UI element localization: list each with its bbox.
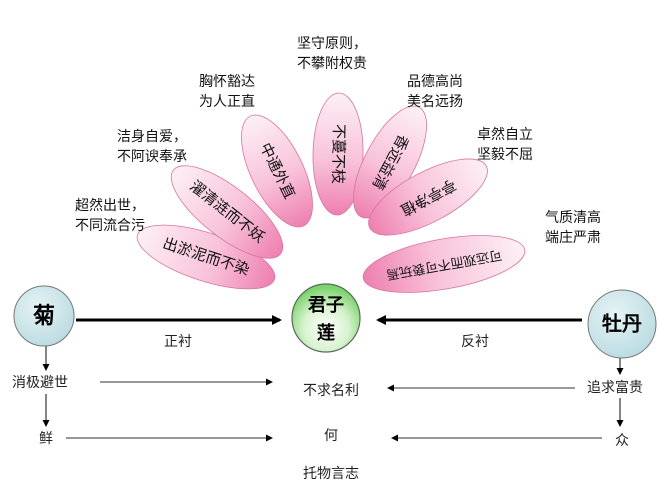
left-row1-label: 消极避世 [12, 375, 68, 391]
petal-fan: 出淤泥而不染濯清涟而不妖中通外直不蔓不枝香远益清亭亭净植可远观而不可亵玩焉 [136, 92, 526, 293]
right-arrow-label: 反衬 [461, 334, 489, 350]
center-row1-label: 不求名利 [303, 383, 359, 399]
chrysanthemum-node [13, 285, 75, 347]
peony-label: 牡丹 [602, 312, 642, 336]
center-row2-label: 何 [324, 428, 338, 444]
caption-1: 洁身自爱， 不阿谀奉承 [102, 127, 202, 167]
center-lotus-node [291, 283, 361, 353]
center-line1: 君子 [308, 295, 344, 316]
petal-shape-3 [312, 92, 364, 216]
caption-2-line2: 为人正直 [199, 94, 255, 110]
caption-0-line2: 不同流合污 [75, 218, 145, 234]
petal-5: 亭亭净植 [368, 158, 488, 236]
center-row3-label: 托物言志 [303, 466, 359, 482]
caption-2-line1: 胸怀豁达 [199, 74, 255, 90]
caption-6-line1: 气质清高 [545, 210, 601, 226]
center-line2: 莲 [317, 323, 335, 344]
caption-2: 胸怀豁达 为人正直 [182, 72, 272, 112]
petal-shape-4 [353, 105, 427, 219]
caption-0-line1: 超然出世， [75, 198, 145, 214]
caption-6-line2: 端庄严肃 [545, 230, 601, 246]
caption-4: 品德高尚 美名远扬 [390, 72, 480, 112]
petal-3: 不蔓不枝 [312, 92, 364, 216]
caption-3-line1: 坚守原则， [297, 36, 367, 52]
caption-0: 超然出世， 不同流合污 [60, 196, 160, 236]
petal-shape-2 [241, 114, 313, 228]
caption-4-line1: 品德高尚 [407, 74, 463, 90]
caption-5: 卓然自立 坚毅不屈 [460, 125, 550, 165]
caption-5-line2: 坚毅不屈 [477, 147, 533, 163]
right-row1-label: 追求富贵 [587, 379, 643, 396]
petal-shape-5 [368, 158, 488, 236]
caption-6: 气质清高 端庄严肃 [528, 208, 618, 248]
caption-3-line2: 不攀附权贵 [297, 56, 367, 72]
petal-2: 中通外直 [241, 114, 313, 228]
petal-text-3: 不蔓不枝 [329, 124, 348, 184]
left-arrow-label: 正衬 [164, 334, 192, 350]
petal-shape-6 [362, 235, 526, 293]
caption-5-line1: 卓然自立 [477, 127, 533, 143]
petal-shape-0 [136, 224, 276, 290]
peony-node [587, 289, 657, 359]
petal-4: 香远益清 [353, 105, 427, 219]
caption-4-line2: 美名远扬 [407, 94, 463, 110]
caption-1-line1: 洁身自爱， [117, 129, 187, 145]
chrysanthemum-label: 菊 [33, 304, 55, 329]
caption-3: 坚守原则， 不攀附权贵 [282, 34, 382, 74]
left-row2-label: 鲜 [39, 431, 53, 447]
caption-1-line2: 不阿谀奉承 [117, 149, 187, 165]
petal-6: 可远观而不可亵玩焉 [362, 235, 526, 293]
petal-shape-1 [170, 165, 284, 259]
right-row2-label: 众 [615, 433, 629, 449]
